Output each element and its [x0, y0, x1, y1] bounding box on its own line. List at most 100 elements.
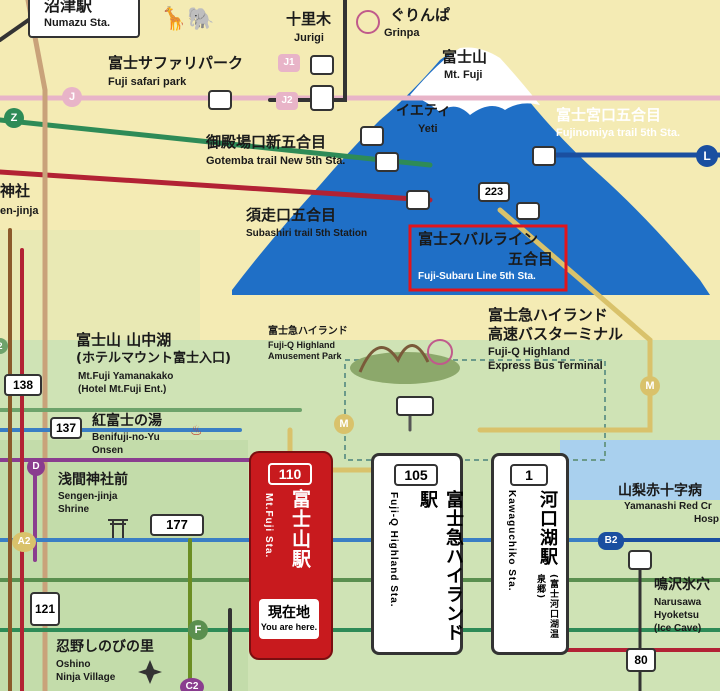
subaru-jp-line1: 富士スバルライン	[418, 230, 539, 248]
route-d-badge: D	[27, 458, 45, 476]
route-j1-badge: J1	[278, 54, 300, 72]
fujiq-station-jp: 富士急ハイランド駅	[417, 490, 464, 642]
you-are-here-en: You are here.	[260, 622, 318, 632]
gotemba-jp: 御殿場口新五合目	[206, 133, 327, 151]
yamanashi-jp: 山梨赤十字病	[618, 483, 702, 499]
jinja-partial-jp: 神社	[0, 182, 31, 200]
gotemba-stop[interactable]	[375, 152, 399, 172]
express-en1: Fuji-Q Highland	[488, 346, 570, 358]
express-jp2: 高速バスターミナル	[488, 325, 624, 343]
animals-icon: 🦒🐘	[160, 7, 215, 32]
fujinomiya-jp: 富士宮口五合目	[556, 106, 662, 124]
fujisan-station-jp: 富士山駅	[289, 489, 311, 569]
sengen-en2: Shrine	[58, 504, 90, 515]
grinpa-en: Grinpa	[384, 27, 420, 39]
fujiq-station-en: Fuji-Q Highland Sta.	[388, 492, 399, 608]
fujiq-station-block[interactable]: 105 富士急ハイランド駅 Fuji-Q Highland Sta.	[371, 453, 464, 655]
sengen-jp: 浅間神社前	[58, 472, 128, 488]
fujiq-park-en2: Amusement Park	[268, 351, 342, 361]
oshino-en1: Oshino	[56, 659, 91, 670]
fujiq-park-jp: 富士急ハイランド	[268, 326, 348, 337]
route-c2-badge: C2	[180, 678, 204, 691]
fujisan-station-number: 110	[268, 463, 312, 485]
route-z-badge: Z	[4, 108, 24, 128]
yamanashi-en2: Hosp	[694, 514, 719, 525]
kawaguchiko-station-jp: 河口湖駅	[537, 490, 558, 566]
onsen-icon: ♨	[190, 423, 203, 439]
yamanakako-jp2: (ホテルマウント富士入口)	[76, 351, 231, 366]
numazu-en: Numazu Sta.	[44, 17, 111, 29]
jurigi-stop[interactable]	[310, 55, 334, 75]
kawaguchiko-station-sub: (富士河口湖温泉郷)	[535, 574, 558, 640]
mtfuji-jp: 富士山	[442, 48, 488, 66]
yamanashi-stop[interactable]	[628, 550, 652, 570]
benifuji-en1: Benifuji-no-Yu	[92, 432, 160, 443]
jurigi-jp: 十里木	[286, 10, 332, 28]
fujinomiya-en: Fujinomiya trail 5th Sta.	[556, 127, 681, 139]
route-a2-badge: A2	[12, 532, 36, 552]
fujiq-park-en1: Fuji-Q Highland	[268, 340, 335, 350]
narusawa-en2: Hyoketsu	[654, 610, 700, 621]
yamanashi-en1: Yamanashi Red Cr	[624, 501, 712, 512]
route-m-badge-right: M	[640, 376, 660, 396]
sengen-en1: Sengen-jinja	[58, 491, 118, 502]
route-j2-badge: J2	[276, 92, 298, 110]
route-121-badge: 121	[30, 592, 60, 626]
gotemba-en: Gotemba trail New 5th Sta.	[206, 155, 346, 167]
express-jp1: 富士急ハイランド	[488, 306, 608, 324]
route-223-badge: 223	[478, 182, 510, 202]
subaru-jp-line2: 五合目	[508, 250, 554, 268]
safari-en: Fuji safari park	[108, 76, 187, 88]
fujinomiya-stop[interactable]	[532, 146, 556, 166]
express-stop[interactable]	[396, 396, 434, 416]
subashiri-stop[interactable]	[406, 190, 430, 210]
oshino-en2: Ninja Village	[56, 672, 116, 683]
fujisan-station-block[interactable]: 110 富士山駅 Mt.Fuji Sta. 現在地 You are here.	[249, 451, 333, 660]
oshino-jp: 忍野しのびの里	[56, 639, 154, 655]
route-177-badge: 177	[150, 514, 204, 536]
kawaguchiko-station-block[interactable]: 1 河口湖駅 (富士河口湖温泉郷) Kawaguchiko Sta.	[491, 453, 569, 655]
route-138-badge: 138	[4, 374, 42, 396]
route-137-badge: 137	[50, 417, 82, 439]
route-f-badge: F	[188, 620, 208, 640]
subaru-highlight-frame	[408, 224, 568, 292]
ferris-wheel-icon	[356, 10, 380, 34]
route-80-badge: 80	[626, 648, 656, 672]
yamanakako-jp1: 富士山 山中湖	[76, 331, 172, 349]
narusawa-jp: 鳴沢氷穴	[654, 577, 710, 593]
yamanakako-en1: Mt.Fuji Yamanakako	[78, 371, 174, 382]
jurigi-en: Jurigi	[294, 32, 324, 44]
fujisan-station-en: Mt.Fuji Sta.	[263, 493, 274, 559]
benifuji-jp: 紅富士の湯	[92, 413, 162, 429]
mount-fuji-shape	[232, 48, 710, 295]
yeti-en: Yeti	[418, 123, 438, 135]
route-j-badge: J	[62, 87, 82, 107]
numazu-jp: 沼津駅	[44, 0, 93, 15]
route-l-badge: L	[696, 145, 718, 167]
grinpa-jp: ぐりんぱ	[390, 6, 451, 24]
numazu-label-box: 沼津駅 Numazu Sta.	[28, 0, 140, 38]
mtfuji-en: Mt. Fuji	[444, 69, 483, 81]
safari-stop[interactable]	[208, 90, 232, 110]
yeti-jp: イエティ	[396, 103, 452, 119]
narusawa-en1: Narusawa	[654, 597, 702, 608]
kawaguchiko-station-number: 1	[510, 464, 548, 486]
grinpa-stop[interactable]	[310, 85, 334, 111]
subaru-en: Fuji-Subaru Line 5th Sta.	[418, 271, 536, 282]
benifuji-en2: Onsen	[92, 445, 124, 456]
narusawa-en3: (Ice Cave)	[654, 623, 702, 634]
express-en2: Express Bus Terminal	[488, 360, 603, 372]
route-b2-badge: B2	[598, 532, 624, 550]
jinja-partial-en: en-jinja	[0, 205, 39, 217]
subaru-stop[interactable]	[516, 202, 540, 220]
subashiri-jp: 須走口五合目	[246, 206, 337, 224]
you-are-here-marker: 現在地 You are here.	[259, 599, 319, 639]
kawaguchiko-station-en: Kawaguchiko Sta.	[506, 490, 517, 592]
safari-jp: 富士サファリパーク	[108, 54, 244, 72]
yamanakako-en2: (Hotel Mt.Fuji Ent.)	[78, 384, 167, 395]
fujiq-station-number: 105	[394, 464, 438, 486]
you-are-here-jp: 現在地	[268, 605, 310, 621]
route-2-badge: 2	[0, 338, 8, 354]
yeti-stop[interactable]	[360, 126, 384, 146]
